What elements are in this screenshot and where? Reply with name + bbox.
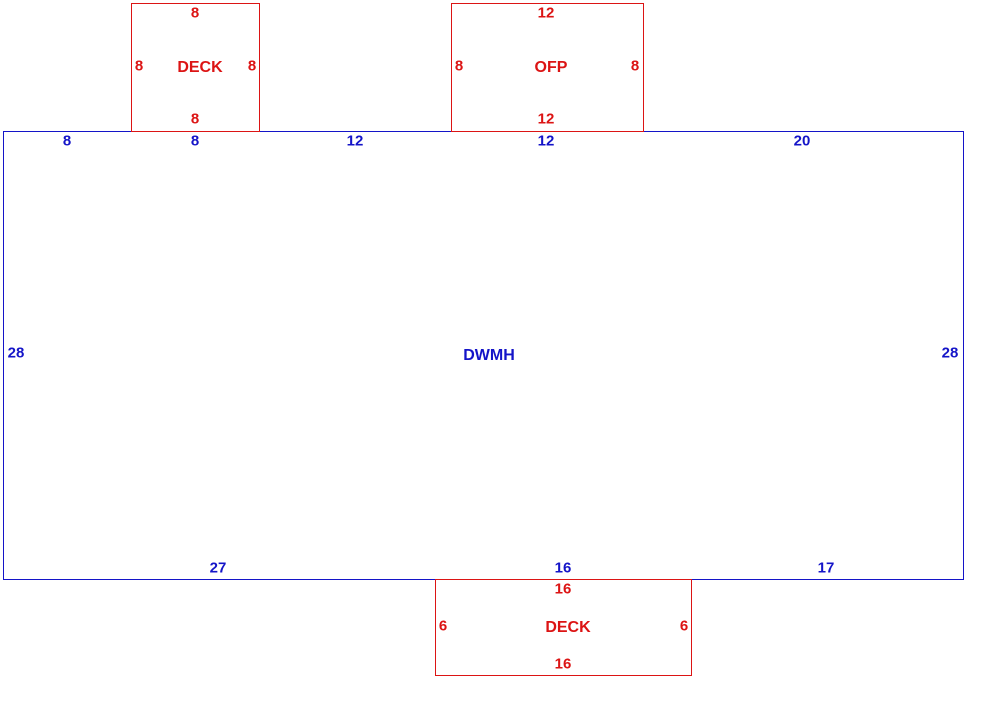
deck-top-right-dimension: 8 (247, 57, 257, 75)
ofp-bottom-dimension: 12 (537, 110, 555, 128)
deck-top-left-dimension: 8 (134, 57, 144, 75)
deck-bottom-top-dimension: 16 (554, 580, 572, 598)
deck-top-outline (131, 3, 260, 132)
main-bottom-dimension-1: 27 (209, 559, 227, 577)
deck-bottom-left-dimension: 6 (438, 617, 448, 635)
main-top-dimension-2: 8 (190, 132, 200, 150)
main-top-dimension-4: 12 (537, 132, 555, 150)
main-bottom-dimension-2: 16 (554, 559, 572, 577)
ofp-top-dimension: 12 (537, 4, 555, 22)
main-bottom-dimension-3: 17 (817, 559, 835, 577)
deck-top-label: DECK (177, 59, 223, 76)
main-left-dimension: 28 (7, 344, 25, 362)
main-right-dimension: 28 (941, 344, 959, 362)
ofp-right-dimension: 8 (630, 57, 640, 75)
main-top-dimension-5: 20 (793, 132, 811, 150)
ofp-label: OFP (534, 59, 568, 76)
deck-bottom-bottom-dimension: 16 (554, 655, 572, 673)
deck-bottom-outline (435, 579, 692, 676)
main-top-dimension-1: 8 (62, 132, 72, 150)
deck-top-top-dimension: 8 (190, 4, 200, 22)
deck-bottom-right-dimension: 6 (679, 617, 689, 635)
deck-top-bottom-dimension: 8 (190, 110, 200, 128)
main-dwelling-label: DWMH (463, 347, 515, 364)
deck-bottom-label: DECK (545, 619, 591, 636)
ofp-left-dimension: 8 (454, 57, 464, 75)
ofp-outline (451, 3, 644, 132)
main-top-dimension-3: 12 (346, 132, 364, 150)
